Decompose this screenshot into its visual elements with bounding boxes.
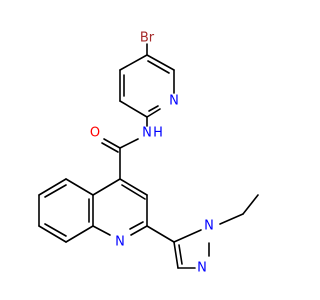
- bond: [146, 54, 175, 71]
- bond: [146, 225, 175, 243]
- bond: [65, 178, 94, 196]
- atom-n-quinoline: N: [115, 235, 125, 250]
- bond: [38, 225, 67, 243]
- bond: [92, 225, 111, 236]
- bond: [173, 229, 202, 243]
- bond: [173, 241, 179, 269]
- bond: [147, 60, 170, 74]
- bond: [130, 225, 148, 236]
- bond: [121, 184, 146, 200]
- bond: [119, 178, 148, 196]
- atom-n-pyridine: N: [169, 94, 179, 109]
- atom-br: Br: [140, 31, 155, 46]
- bond: [119, 138, 139, 149]
- bond: [178, 244, 183, 265]
- bond: [148, 105, 159, 112]
- bond: [103, 138, 121, 149]
- ethylpyrazole-ring: [146, 194, 259, 269]
- bond: [119, 100, 148, 118]
- quinoline-ring: [38, 178, 148, 243]
- bond: [101, 142, 119, 153]
- atom-n1-pyrazole: N: [204, 219, 214, 234]
- structure-drawing: Br N N H O N N N: [38, 31, 259, 276]
- bond: [92, 178, 121, 196]
- atom-amide-n: N: [142, 126, 152, 141]
- atom-n2-pyrazole: N: [197, 261, 207, 276]
- atom-amide-h: H: [153, 126, 163, 141]
- bond: [44, 184, 67, 198]
- bond: [129, 221, 144, 230]
- bromopyridine-ring: [119, 43, 175, 118]
- bond: [119, 54, 148, 71]
- amide-group: [101, 116, 148, 180]
- bond: [38, 178, 67, 196]
- bond: [242, 194, 259, 215]
- bond: [44, 223, 67, 237]
- bond: [65, 225, 94, 243]
- atom-o-carbonyl: O: [90, 126, 100, 141]
- molecule-canvas: Br N N H O N N N: [38, 30, 259, 276]
- atom-labels: Br N N H O N N N: [90, 31, 214, 276]
- bond: [219, 213, 244, 225]
- bond: [146, 108, 161, 118]
